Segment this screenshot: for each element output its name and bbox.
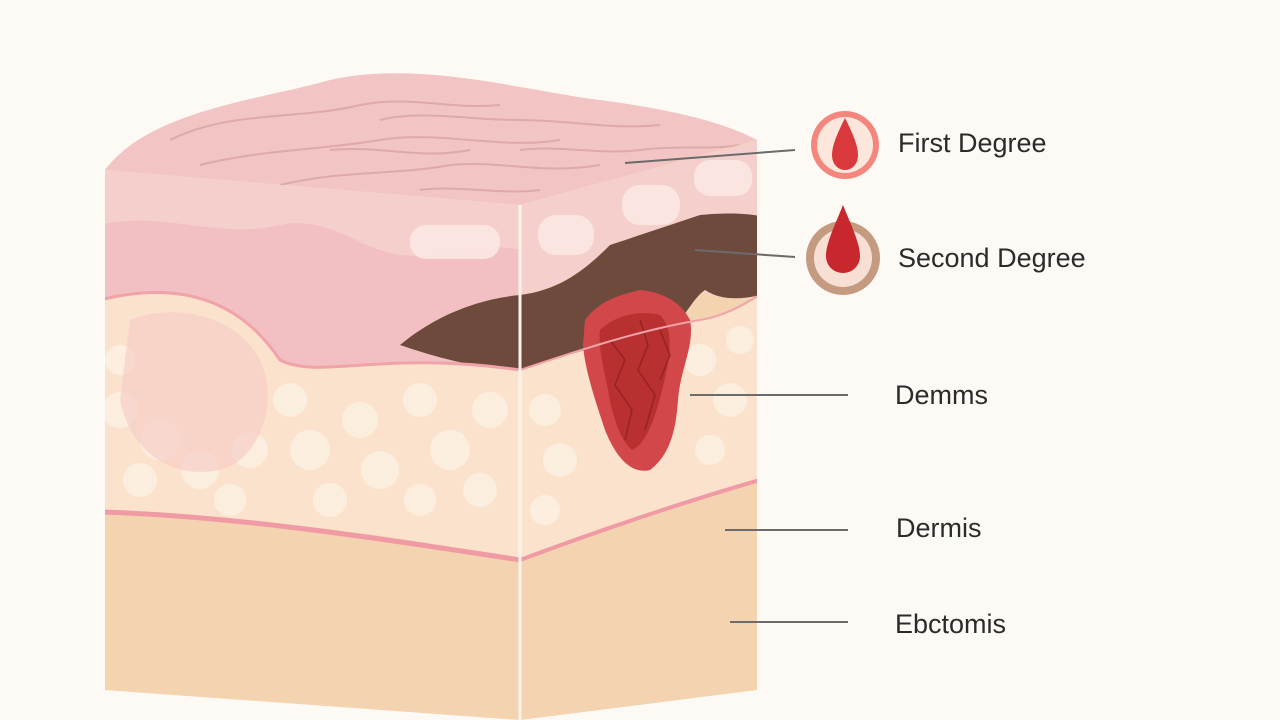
first-degree-icon [811,111,879,179]
second-degree-icon [806,205,880,295]
leader-second-degree [694,249,796,258]
label-layer-2: Dermis [896,513,982,543]
leader-first-degree [624,149,796,164]
front-face-layers [105,170,520,720]
label-second-degree: Second Degree [898,243,1086,273]
label-layer-3: Ebctomis [895,609,1007,639]
label-first-degree: First Degree [898,128,1047,158]
skin-surface-wrinkles [169,100,741,193]
leader-lines [624,149,848,623]
skin-top-surface [105,73,757,205]
side-face-layers [520,140,757,720]
label-layer-1: Demms [895,380,988,410]
